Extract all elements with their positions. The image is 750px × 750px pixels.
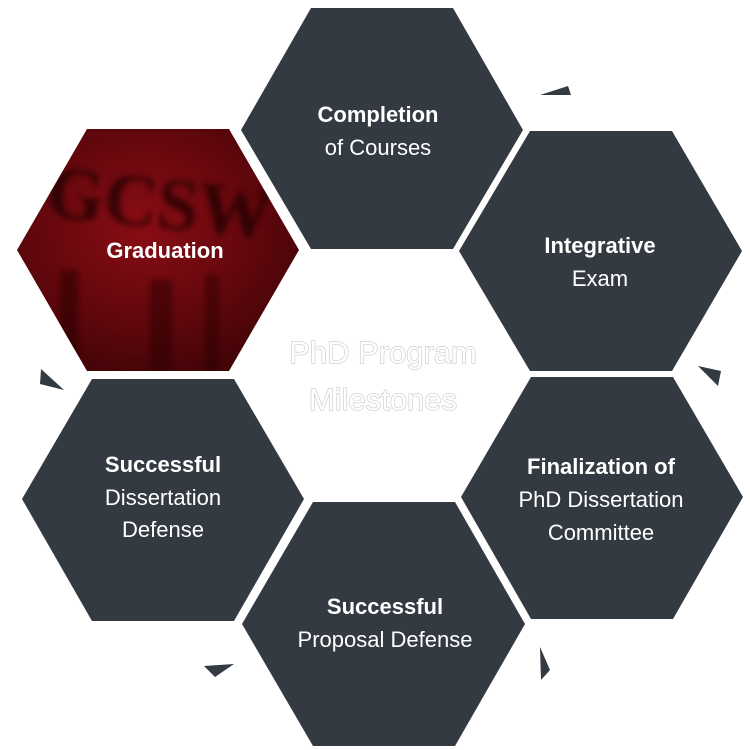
hexagon-shape [242,502,525,746]
milestone-subtitle: Exam [572,266,628,291]
milestone-title: Finalization of [527,454,676,479]
arrow-pointer-right [698,366,721,386]
milestone-title: Graduation [106,238,223,263]
hexagon-photo [17,129,299,371]
milestone-title: Integrative [544,233,655,258]
milestone-dissertation-defense: Successful Dissertation Defense [22,379,304,621]
center-title-line-2: Milestones [309,382,457,417]
milestone-proposal-defense: Successful Proposal Defense [242,502,525,746]
milestone-subtitle: of Courses [325,135,431,160]
milestone-title: Successful [327,594,443,619]
milestone-title: Completion [318,102,439,127]
milestone-finalization-committee: Finalization of PhD Dissertation Committ… [461,377,743,619]
arrow-pointer-left [40,369,64,390]
milestone-subtitle-2: Defense [122,517,204,542]
center-title-line-1: PhD Program [289,335,477,370]
milestone-subtitle: Proposal Defense [298,627,473,652]
milestone-graduation: GCSW Graduation [17,129,299,371]
arrow-pointer-bottom-left [204,664,234,677]
milestone-subtitle: PhD Dissertation [518,487,683,512]
hexagon-shape [459,131,742,371]
milestone-subtitle: Dissertation [105,485,221,510]
arrow-pointer-top-right [540,86,571,95]
milestone-title: Successful [105,452,221,477]
hexagon-shape [461,377,743,619]
hexagon-shape [241,8,523,249]
milestone-completion-of-courses: Completion of Courses [241,8,523,249]
arrow-pointer-bottom-right [540,647,550,680]
milestone-integrative-exam: Integrative Exam [459,131,742,371]
hexagon-shape [22,379,304,621]
milestone-subtitle-2: Committee [548,520,654,545]
